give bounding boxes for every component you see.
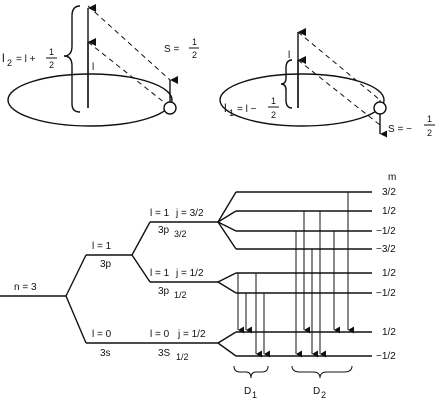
d1-sub: 1: [252, 390, 257, 400]
m-value: 1/2: [382, 327, 396, 338]
3p-l-label: l = 1: [92, 241, 112, 252]
j-frac-num: 1: [49, 47, 54, 57]
3s12-j-label: j = 1/2: [177, 329, 206, 340]
j-frac-num: 1: [271, 96, 276, 106]
j-expression: = l +: [16, 54, 36, 65]
dashed-top: [297, 31, 381, 101]
zeeman-fan-3s12: [217, 331, 237, 357]
m-value: −3/2: [376, 244, 396, 255]
m-value: 1/2: [382, 268, 396, 279]
3s-l-label: l = 0: [92, 329, 112, 340]
vector-diagram-antiparallel: l 1 = l − 1 2 l S = − 1 2: [219, 28, 435, 138]
dashed-top: [87, 5, 171, 81]
orbit-ellipse: [7, 73, 173, 127]
m-value: −1/2: [376, 288, 396, 299]
zeeman-fan-3p32: [217, 191, 237, 250]
m-value: 3/2: [382, 187, 396, 198]
electron: [373, 101, 387, 115]
d2-label: D: [313, 386, 320, 397]
3p-name: 3p: [100, 259, 112, 270]
3s-name: 3s: [100, 348, 111, 359]
zeeman-fan-3p12: [217, 272, 237, 294]
j-brace: [63, 5, 81, 113]
j-symbol: l: [2, 51, 5, 65]
n3-label: n = 3: [14, 282, 37, 293]
3p12-j-label: j = 1/2: [175, 268, 204, 279]
3p32-l-label: l = 1: [150, 208, 170, 219]
l-label: l: [288, 50, 290, 61]
s-frac-num: 1: [427, 114, 432, 124]
energy-level-diagram: n = 3 l = 1 3s 3p l = 0 3s l = 1 j = 3/2…: [0, 172, 396, 400]
3s12-l-label: l = 0: [150, 329, 170, 340]
vector-diagram-parallel: l 2 = l + 1 2 l S = 1 2: [2, 4, 199, 127]
d1-label: D: [244, 386, 251, 397]
j-frac-den: 2: [271, 110, 276, 120]
3p12-l-label: l = 1: [150, 268, 170, 279]
3s12-name: 3S: [158, 348, 171, 359]
s-frac-num: 1: [192, 37, 197, 47]
j-subscript: 2: [7, 58, 12, 68]
j-brace: [280, 59, 293, 109]
m-value: 1/2: [382, 206, 396, 217]
3p12-sub: 1/2: [174, 290, 187, 300]
m-value: −1/2: [376, 351, 396, 362]
s-frac-den: 2: [192, 50, 197, 60]
orbit-ellipse: [219, 73, 385, 127]
j-frac-den: 2: [49, 60, 54, 70]
3p32-sub: 3/2: [174, 229, 187, 239]
j-expression: = l −: [237, 104, 257, 115]
m-value: −1/2: [376, 226, 396, 237]
d1-brace: [233, 365, 269, 379]
s-label: S = −: [388, 124, 412, 135]
m-header: m: [388, 172, 396, 183]
j-symbol: l: [224, 101, 227, 115]
s-label: S =: [164, 44, 179, 55]
d2-transitions: [295, 192, 354, 358]
s-frac-den: 2: [427, 128, 432, 138]
j-subscript: 1: [229, 108, 234, 118]
3p32-name: 3p: [158, 225, 170, 236]
3s12-sub: 1/2: [176, 352, 189, 362]
l-label: l: [92, 62, 94, 73]
3p12-name: 3p: [158, 286, 170, 297]
d2-brace: [291, 365, 353, 379]
3p32-j-label: j = 3/2: [175, 208, 204, 219]
d2-sub: 2: [321, 390, 326, 400]
electron: [163, 101, 177, 115]
d1-transitions: [237, 273, 270, 358]
